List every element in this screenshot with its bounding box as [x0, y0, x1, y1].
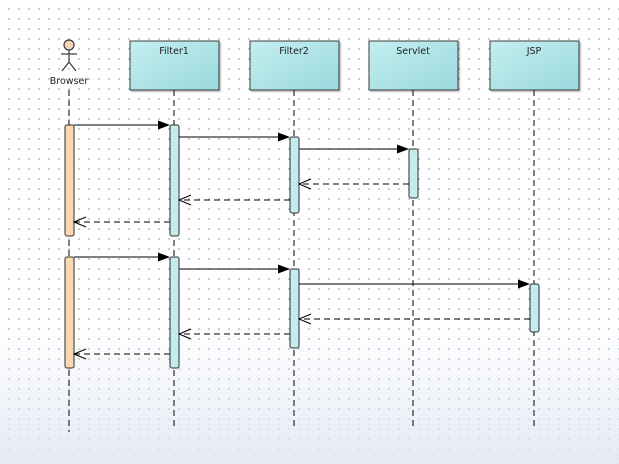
activation-filter1-1 [169, 124, 180, 237]
message-call-filter1-filter2-2 [179, 264, 290, 274]
activation-filter1-2 [169, 256, 180, 369]
activation-filter2-2 [289, 268, 300, 349]
object-box-filter1 [129, 40, 220, 91]
arrowhead-open [297, 313, 312, 325]
arrowhead-filled [158, 120, 170, 130]
participant-browser[interactable]: Browser [50, 39, 89, 87]
message-return-filter1-browser-2 [72, 348, 170, 360]
message-call-filter1-filter2 [179, 132, 290, 142]
actor-head [63, 39, 75, 51]
participant-label-filter1: Filter1 [159, 46, 189, 57]
arrowhead-open [177, 194, 192, 206]
participant-filter1[interactable]: Filter1 [129, 40, 220, 91]
arrowhead-filled [518, 279, 530, 289]
object-box-jsp [489, 40, 580, 91]
activation-filter2-1 [289, 136, 300, 214]
participant-jsp[interactable]: JSP [489, 40, 580, 91]
message-call-browser-filter1 [74, 120, 170, 130]
object-box-servlet [368, 40, 459, 91]
message-return-servlet-filter2 [297, 178, 409, 190]
arrowhead-open [177, 328, 192, 340]
message-return-jsp-filter2 [297, 313, 530, 325]
participant-servlet[interactable]: Servlet [368, 40, 459, 91]
activations [64, 124, 540, 369]
actor-icon [61, 39, 77, 72]
arrowhead-filled [278, 264, 290, 274]
arrowhead-filled [158, 252, 170, 262]
message-call-browser-filter1-2 [74, 252, 170, 262]
object-box-filter2 [249, 40, 340, 91]
lifelines [68, 90, 535, 432]
arrowhead-open [72, 348, 87, 360]
arrowhead-open [72, 216, 87, 228]
activation-servlet-1 [408, 148, 419, 199]
arrowhead-filled [397, 144, 409, 154]
message-return-filter2-filter1 [177, 194, 290, 206]
activation-jsp-1 [529, 283, 540, 333]
participant-label-filter2: Filter2 [279, 46, 309, 57]
message-return-filter1-browser [72, 216, 170, 228]
participant-filter2[interactable]: Filter2 [249, 40, 340, 91]
message-call-filter2-servlet [299, 144, 409, 154]
participant-label-browser: Browser [50, 76, 89, 87]
participant-label-jsp: JSP [526, 46, 542, 57]
arrowhead-open [297, 178, 312, 190]
arrowhead-filled [278, 132, 290, 142]
message-return-filter2-filter1-2 [177, 328, 290, 340]
participant-label-servlet: Servlet [396, 46, 430, 57]
message-call-filter2-jsp [299, 279, 530, 289]
messages [72, 120, 530, 360]
activation-browser-2 [64, 256, 75, 369]
activation-browser-1 [64, 124, 75, 237]
